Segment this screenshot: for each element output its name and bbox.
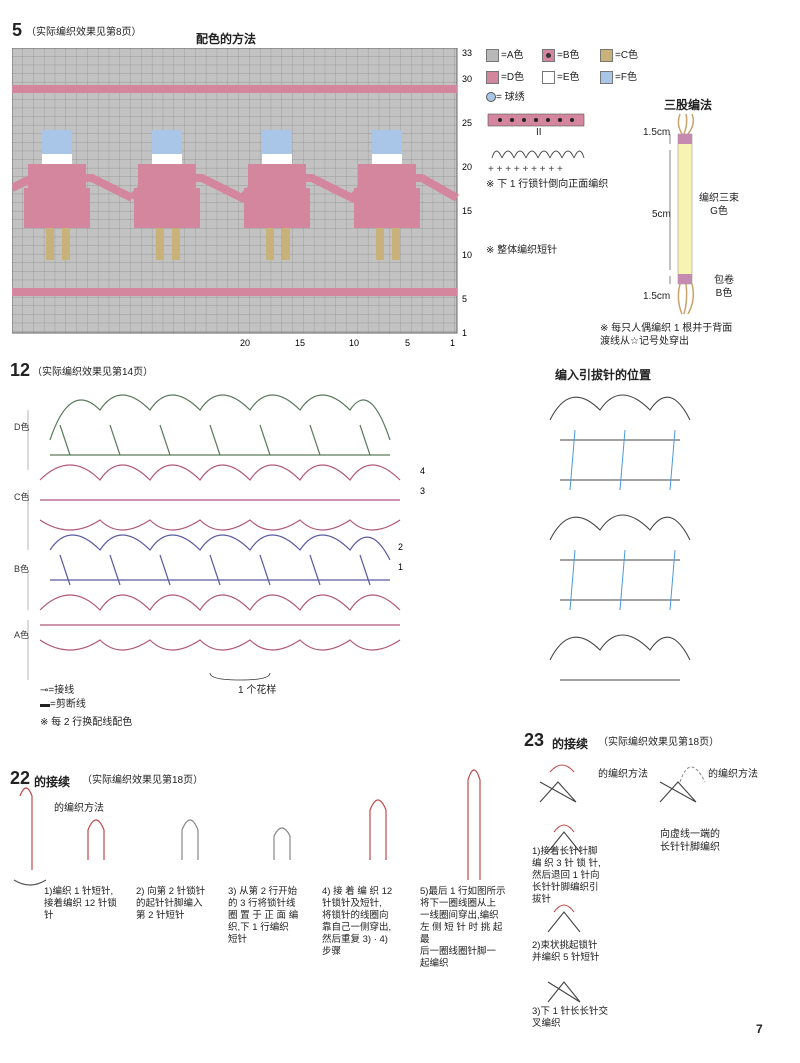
braid-mid-length: 5cm <box>652 209 671 220</box>
section-23-reference: （实际编织效果见第18页） <box>598 737 720 748</box>
legend-e: =E色 <box>542 68 580 84</box>
slip-stitch-diagram <box>549 394 691 681</box>
row-b-stitches <box>49 534 391 586</box>
section-23-title: 的接续 <box>552 737 589 751</box>
swatch-icon <box>600 48 613 62</box>
note-chain-forward: ※ 下 1 行锁针倒向正面编织 <box>486 179 609 190</box>
legend-d: =D色 <box>486 68 524 84</box>
row-label-1: 1 <box>462 328 467 338</box>
row-label-5: 5 <box>462 294 467 304</box>
section-5-heading: 配色的方法 <box>196 32 257 46</box>
color-label-c: C色 <box>14 491 30 502</box>
swatch-icon <box>486 70 499 84</box>
swatch-dot-icon <box>542 48 555 62</box>
row-a-stitches <box>39 594 401 651</box>
row-mark-1: 1 <box>398 562 403 572</box>
chart-band-bottom <box>12 288 457 296</box>
section-22-number: 22 <box>10 768 31 788</box>
col-label-1: 1 <box>450 338 455 348</box>
legend-c: =C色 <box>600 46 638 62</box>
row-label-25: 25 <box>462 118 472 128</box>
join-thread-icon: ⊸ <box>40 685 49 696</box>
equals-sign: II <box>536 127 542 138</box>
braid-label-wrap: 包卷 B色 <box>714 275 734 299</box>
legend-b: =B色 <box>542 46 580 62</box>
repeat-label: 1 个花样 <box>238 685 277 696</box>
section-23-diagrams <box>539 764 706 1003</box>
col-label-10: 10 <box>349 338 359 348</box>
section-22-reference: （实际编织效果见第18页） <box>82 775 204 786</box>
section-22-diagrams <box>13 769 481 886</box>
section-23-number: 23 <box>524 730 545 750</box>
section-23-right-note: 向虚线一端的 长针针脚编织 <box>660 829 720 853</box>
braid-diagram <box>669 113 695 315</box>
step-22-5: 5)最后 1 行如图所示 将下一圈线圈从上 一线圈间穿出,编织 左 侧 短 针 … <box>420 886 506 969</box>
step-22-1: 1)编织 1 针短针, 接着编织 12 针锁 针 <box>44 886 117 921</box>
color-label-d: D色 <box>14 421 30 432</box>
braid-title: 三股编法 <box>664 98 713 112</box>
legend-f: =F色 <box>600 68 637 84</box>
page-number: 7 <box>756 1022 763 1036</box>
color-label-b: B色 <box>14 563 29 574</box>
section-22-method: 的编织方法 <box>54 803 104 814</box>
step-22-3: 3) 从第 2 行开始 的 3 行将锁针线 圈 置 于 正 面 编 织,下 1 … <box>228 886 299 945</box>
col-label-5: 5 <box>405 338 410 348</box>
row-mark-3: 3 <box>420 486 425 496</box>
row-label-15: 15 <box>462 206 472 216</box>
section-23-method-2: 的编织方法 <box>708 769 758 780</box>
cut-thread-icon: ▬ <box>40 699 50 710</box>
color-label-a: A色 <box>14 629 29 640</box>
step-23-3: 3)下 1 针长长针交 叉编织 <box>532 1006 609 1029</box>
step-23-2: 2)束状挑起锁针 并编织 5 针短针 <box>532 940 600 963</box>
row-d-stitches <box>49 394 391 456</box>
color-legend: =A色 =B色 =C色 =D色 =E色 =F色 = 球绣 <box>486 46 656 116</box>
row-mark-4: 4 <box>420 466 425 476</box>
braid-label-three-strands: 编织三束 G色 <box>699 193 739 217</box>
ball-stitch-icon <box>486 92 496 103</box>
slip-stitch-title: 编入引拔针的位置 <box>555 368 652 382</box>
braid-top-length: 1.5cm <box>643 127 671 138</box>
note-single-crochet: ※ 整体编织短针 <box>486 245 558 256</box>
braid-note: ※ 每只人偶编织 1 根并于背面 渡线从☆记号处穿出 <box>600 323 733 347</box>
colorwork-chart: 33 30 25 20 15 10 5 1 20 15 10 5 1 <box>12 48 472 348</box>
row-label-20: 20 <box>462 162 472 172</box>
step-22-4: 4) 接 着 编 织 12 针锁针及短针, 将锁针的线圈向 靠自己一侧穿出, 然… <box>322 886 393 957</box>
chart-dolls <box>12 130 459 260</box>
chain-stitch-diagram: + + + + + + + + + <box>487 113 585 175</box>
step-22-2: 2) 向第 2 针锁针 的起针针脚编入 第 2 针短针 <box>136 886 206 921</box>
section-23-method-1: 的编织方法 <box>598 769 648 780</box>
col-label-15: 15 <box>295 338 305 348</box>
section-22-title: 的接续 <box>34 775 71 789</box>
row-label-10: 10 <box>462 250 472 260</box>
lace-pattern-chart: D色 C色 B色 A色 4 3 2 1 <box>14 394 425 681</box>
braid-bottom-length: 1.5cm <box>643 291 671 302</box>
section-12-note: ※ 每 2 行换配线配色 <box>40 717 133 728</box>
swatch-icon <box>486 48 499 62</box>
svg-text:+ + + + + + + + +: + + + + + + + + + <box>488 164 563 175</box>
legend-a: =A色 <box>486 46 524 62</box>
legend-join: ⊸=接线 <box>40 685 75 696</box>
legend-cut: ▬=剪断线 <box>40 699 86 710</box>
row-label-33: 33 <box>462 48 472 58</box>
section-5-reference: （实际编织效果见第8页） <box>26 27 142 38</box>
swatch-icon <box>542 70 555 84</box>
col-label-20: 20 <box>240 338 250 348</box>
chart-band-top <box>12 85 457 93</box>
section-12-number: 12 <box>10 360 31 380</box>
legend-ball: = 球绣 <box>486 88 525 103</box>
row-label-30: 30 <box>462 74 472 84</box>
section-5-number: 5 <box>12 20 23 40</box>
step-23-1: 1)接着长针针脚 编 织 3 针 锁 针, 然后退回 1 针向 长针针脚编织引 … <box>532 846 601 905</box>
section-12-reference: （实际编织效果见第14页） <box>32 367 154 378</box>
swatch-icon <box>600 70 613 84</box>
row-mark-2: 2 <box>398 542 403 552</box>
row-c-stitches <box>39 464 401 531</box>
